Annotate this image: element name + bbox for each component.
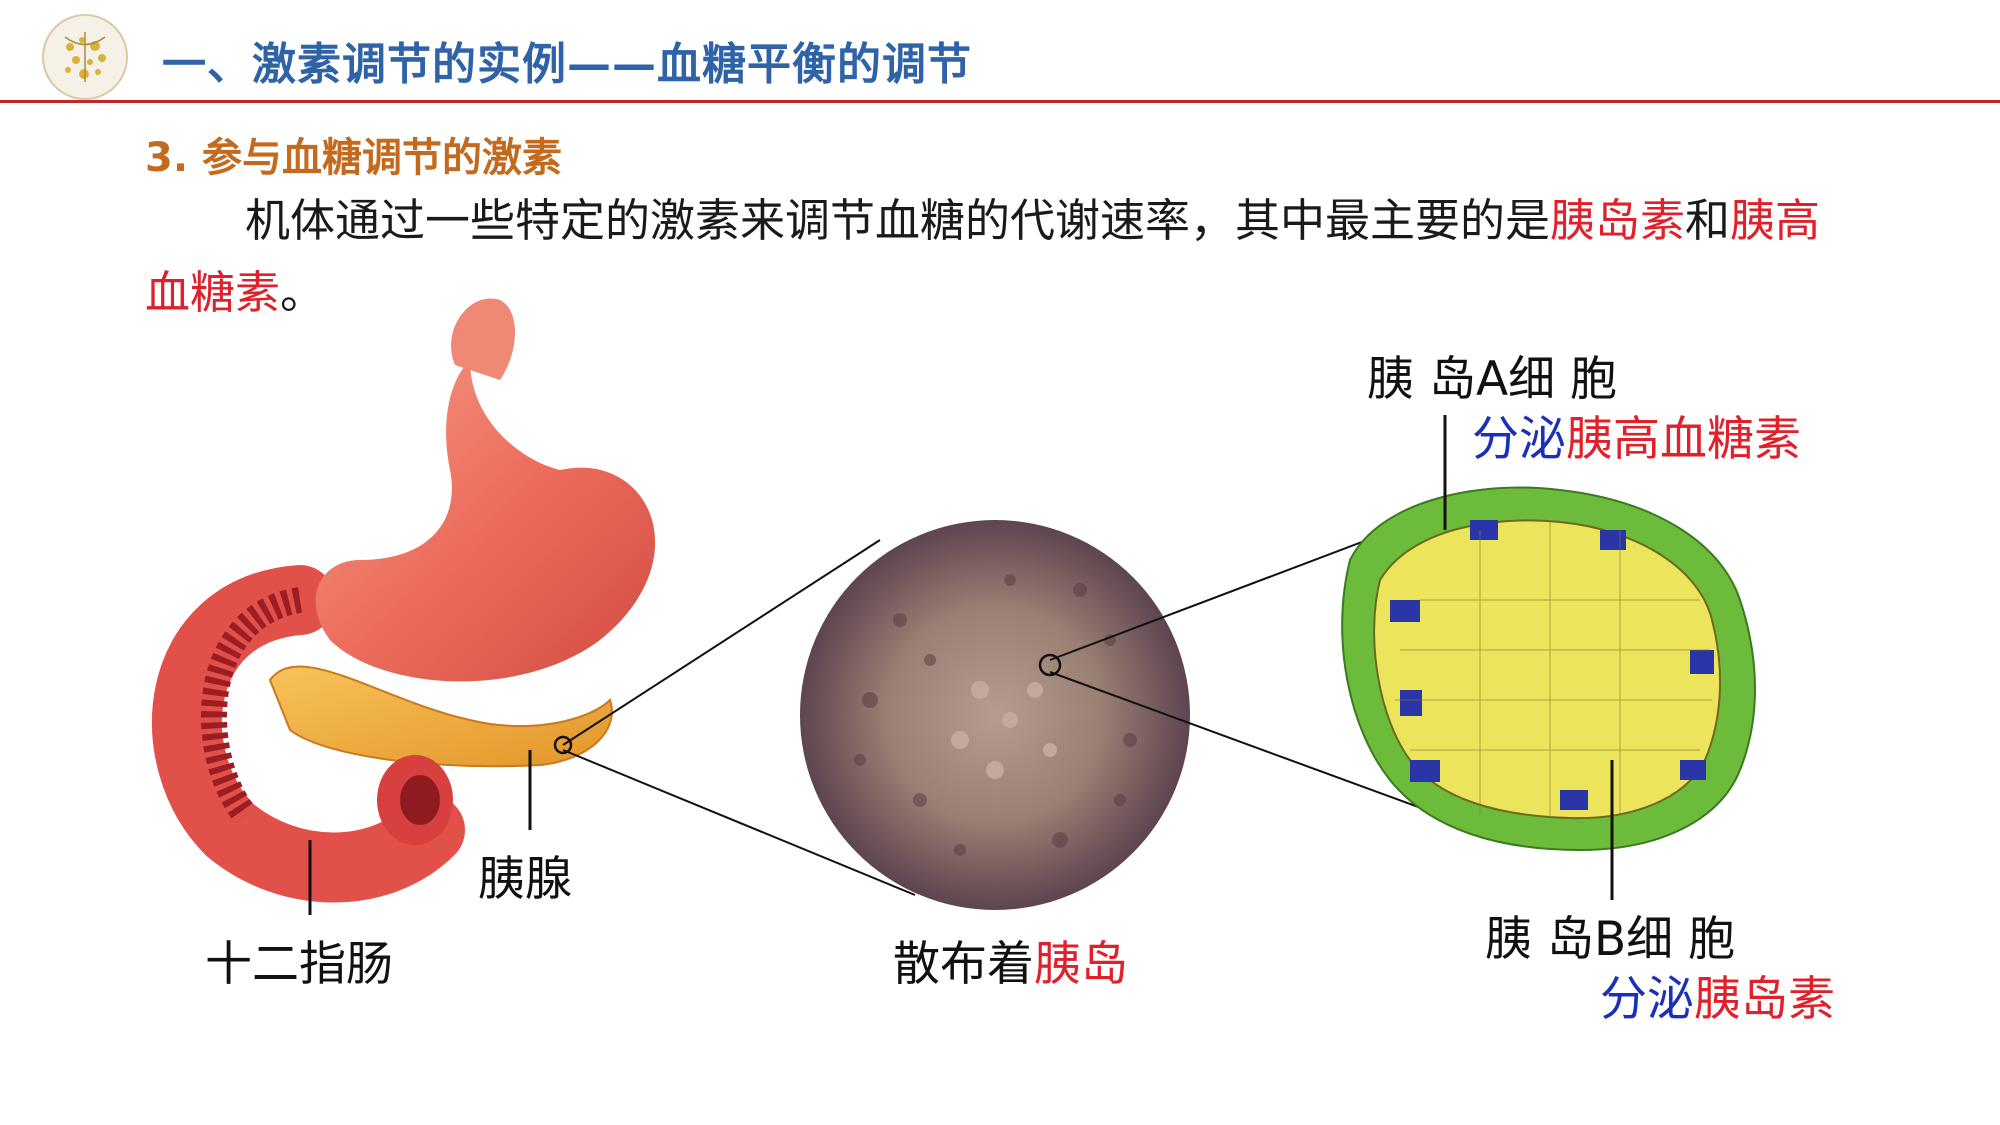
b-cell-secretion: 分泌胰岛素	[1600, 960, 1835, 1029]
pancreas-label: 胰腺	[478, 852, 572, 907]
b-cell-label: 胰 岛B细 胞	[1485, 912, 1736, 967]
page-title: 一、激素调节的实例——血糖平衡的调节	[162, 39, 972, 90]
paragraph-text-2: 和	[1685, 194, 1731, 247]
section-heading: 3. 参与血糖调节的激素	[145, 135, 562, 181]
islets-label-highlight: 胰岛	[1034, 937, 1128, 992]
b-cell-secrete-verb: 分泌	[1600, 972, 1694, 1027]
paragraph-text-1: 机体通过一些特定的激素来调节血糖的代谢速率，其中最主要的是	[245, 194, 1551, 247]
intro-paragraph: 机体通过一些特定的激素来调节血糖的代谢速率，其中最主要的是胰岛素和胰高血糖素。	[145, 185, 1865, 329]
a-cell-label: 胰 岛A细 胞	[1367, 352, 1618, 407]
paragraph-text-3: 。	[280, 266, 326, 319]
b-cell-hormone: 胰岛素	[1694, 972, 1835, 1027]
islet-schematic	[1341, 486, 1756, 852]
duodenum-label: 十二指肠	[205, 937, 393, 992]
a-cell-hormone: 胰高血糖素	[1566, 412, 1801, 467]
title-divider	[0, 100, 2000, 103]
stomach-pancreas-illustration	[151, 298, 656, 903]
a-cell-secretion: 分泌胰高血糖素	[1472, 400, 1801, 469]
insulin-highlight: 胰岛素	[1550, 194, 1686, 247]
a-cell-secrete-verb: 分泌	[1472, 412, 1566, 467]
course-logo	[42, 14, 128, 100]
islets-label: 散布着胰岛	[893, 925, 1128, 994]
glucagon-highlight: 胰高血糖素	[145, 194, 1821, 319]
islet-micrograph	[800, 520, 1190, 910]
islets-label-prefix: 散布着	[893, 937, 1034, 992]
